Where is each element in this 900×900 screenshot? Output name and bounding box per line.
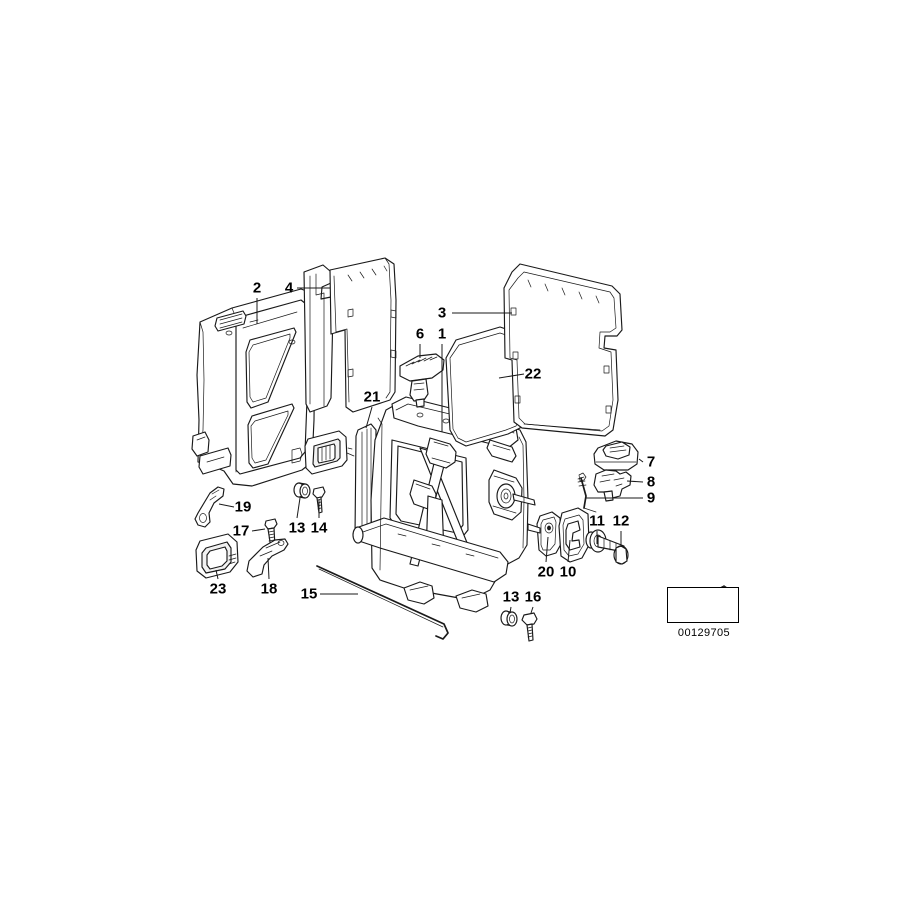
part-19-hook-bracket (194, 486, 225, 528)
callout-number-11: 11 (589, 512, 605, 530)
callout-number-21: 21 (363, 388, 381, 406)
part-4-trim-strip-left (303, 264, 334, 413)
part-12-nut (613, 545, 629, 565)
callout-number-16: 16 (524, 588, 542, 606)
callout-number-9: 9 (646, 489, 656, 507)
callout-number-23: 23 (209, 580, 227, 598)
callout-number-14: 14 (310, 519, 328, 537)
callout-number-6: 6 (415, 325, 425, 343)
callout-number-15: 15 (300, 585, 318, 603)
callout-number-12: 12 (612, 512, 630, 530)
part-5-release-switch (304, 430, 355, 475)
callout-number-8: 8 (646, 473, 656, 491)
part-13-bushing-lower (500, 610, 518, 627)
callout-number-17: 17 (232, 522, 250, 540)
part-23-belt-guide (195, 533, 239, 579)
callout-number-2: 2 (252, 279, 262, 297)
callout-number-10: 10 (559, 563, 577, 581)
callout-number-18: 18 (260, 580, 278, 598)
callout-number-3: 3 (437, 304, 447, 322)
callout-number-19: 19 (234, 498, 252, 516)
part-16-bolt-lower (521, 612, 538, 642)
callout-number-13: 13 (288, 519, 306, 537)
part-9-spring-rod (577, 472, 597, 513)
callout-number-13-lower: 13 (502, 588, 520, 606)
part-6-headrest-guide (399, 353, 445, 408)
part-2-backrest-frame-left (191, 288, 316, 487)
callout-number-1: 1 (437, 325, 447, 343)
seat-fold-icon (667, 587, 739, 623)
part-7-cover-cap (593, 440, 639, 471)
part-4-back-panel-left (329, 257, 397, 413)
callout-number-7: 7 (646, 453, 656, 471)
callout-number-22: 22 (524, 365, 542, 383)
part-1-backrest-frame-main (352, 396, 536, 613)
diagram-reference-code: 00129705 (677, 627, 731, 639)
part-13-bushing-upper (293, 482, 311, 499)
part-14-bolt-upper (312, 486, 326, 514)
part-8-latch-bracket (593, 469, 632, 502)
part-18-release-lever (246, 538, 289, 578)
callout-number-4: 4 (284, 279, 294, 297)
part-10-latch-plate (558, 507, 590, 563)
part-3-back-panel-right (503, 263, 623, 437)
callout-number-20: 20 (537, 563, 555, 581)
diagram-footer: 00129705 (667, 587, 741, 639)
part-15-support-rod (316, 565, 449, 640)
part-20-hinge-arm (527, 511, 562, 557)
leader-lines (215, 287, 644, 614)
